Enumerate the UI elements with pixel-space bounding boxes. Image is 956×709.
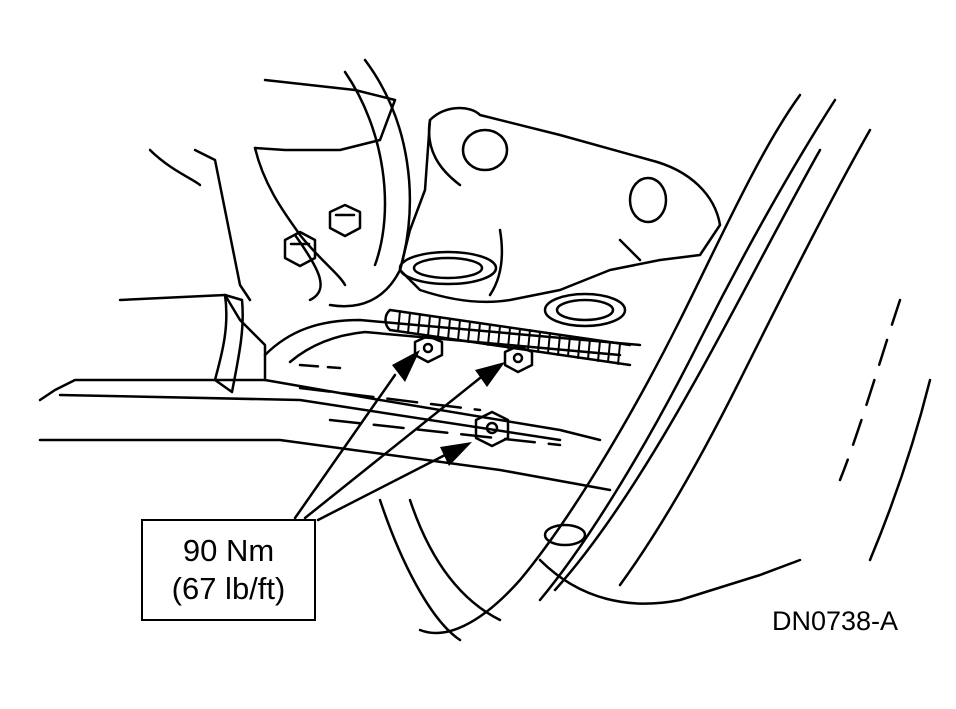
- tire-inner-2: [553, 148, 822, 592]
- lower-housing-bolt: [283, 230, 317, 268]
- arrowhead-2: [475, 362, 505, 387]
- tire-inner-3: [618, 128, 872, 587]
- casting-rib-2: [488, 228, 504, 297]
- housing-rim-inner: [343, 70, 387, 267]
- leader-line-2: [303, 376, 482, 520]
- tire-inner-1: [538, 98, 837, 602]
- tire-sidewall-2: [868, 378, 932, 562]
- figure-id: DN0738-A: [772, 606, 899, 636]
- housing-rim-outer: [328, 58, 412, 308]
- tire-bottom: [378, 498, 462, 642]
- left-lower-panel: [38, 293, 267, 402]
- pan-outline-inner: [288, 330, 622, 364]
- tire-outer: [418, 93, 802, 635]
- axle-hole: [543, 523, 587, 547]
- hanger-strap: [213, 293, 244, 394]
- mount-bore-left-inner: [412, 256, 484, 280]
- casting-boss-1: [461, 128, 509, 172]
- casting-rib-1: [427, 118, 462, 187]
- torque-imperial: (67 lb/ft): [171, 571, 286, 606]
- pan-dash-2: [298, 386, 482, 412]
- pan-dash-1: [298, 363, 342, 370]
- mount-bore-right-inner: [555, 298, 615, 322]
- nut-left: [413, 334, 444, 364]
- torque-callout: 90 Nm (67 lb/ft): [141, 519, 316, 621]
- left-strut: [193, 148, 252, 302]
- leader-line-3: [316, 453, 447, 522]
- axle-tube: [538, 558, 802, 605]
- casting-boss-2: [628, 176, 668, 224]
- nut-lower: [474, 410, 510, 448]
- left-frame-upper: [58, 393, 562, 442]
- mount-bore-right: [543, 292, 627, 328]
- left-frame-lower: [38, 438, 612, 492]
- torque-metric: 90 Nm: [182, 533, 275, 568]
- fender-curve: [253, 146, 347, 287]
- left-body-panel: [253, 78, 397, 152]
- leader-line-1: [293, 373, 397, 520]
- pan-outline-outer: [263, 318, 642, 357]
- tire-bottom-2: [408, 498, 502, 622]
- casting-rib-3: [618, 238, 642, 262]
- arrowhead-3: [440, 442, 472, 466]
- carrier-casting: [398, 106, 722, 304]
- pan-dash-3: [328, 418, 562, 447]
- upper-housing-bolt: [328, 203, 362, 238]
- left-upper-edge: [148, 148, 202, 187]
- tire-sidewall: [838, 298, 902, 482]
- nut-right: [503, 344, 534, 374]
- arrowhead-1: [392, 350, 420, 382]
- mount-bore-left: [398, 250, 498, 286]
